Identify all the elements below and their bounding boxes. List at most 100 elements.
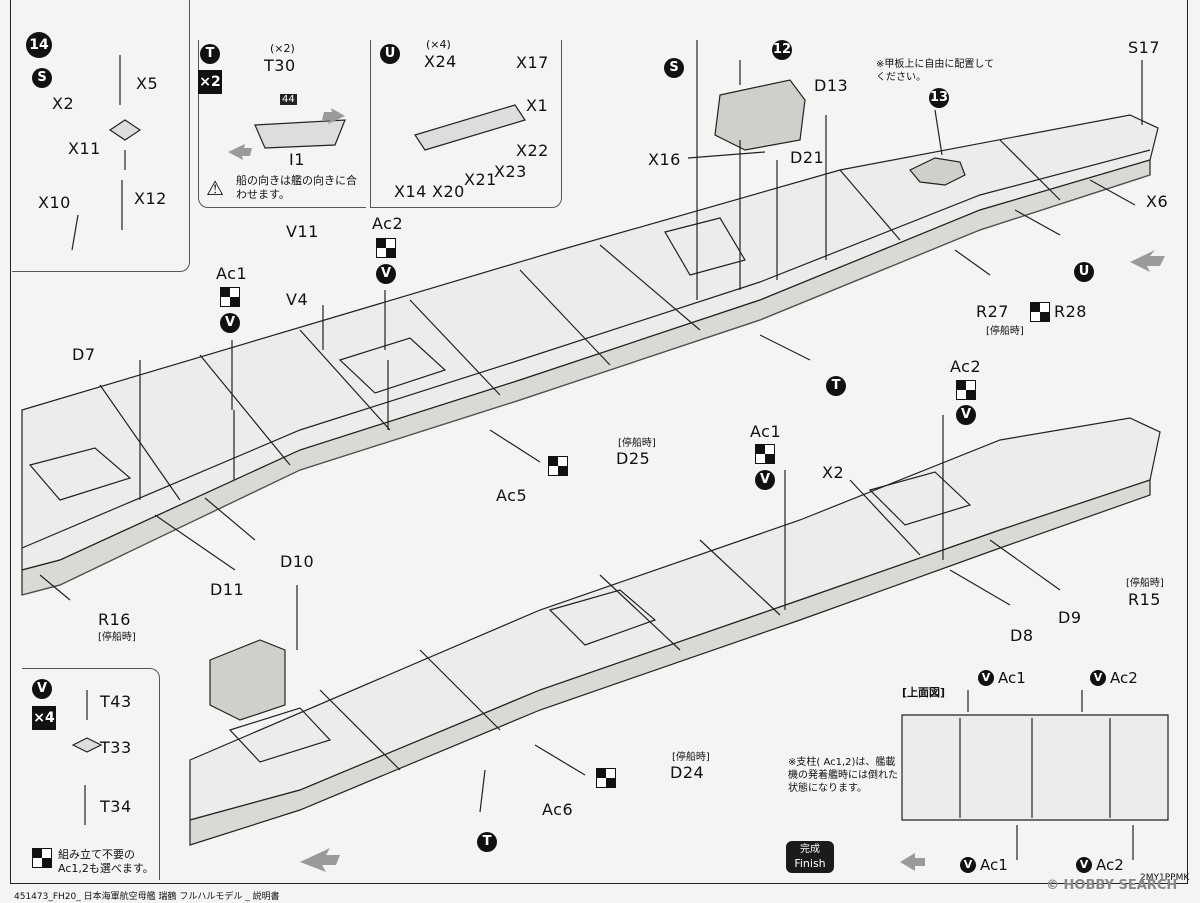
part-s17: S17 xyxy=(1128,38,1161,57)
watermark: © HOBBY SEARCH xyxy=(1046,878,1178,893)
uv-label-ac1-bottom: Ac1 xyxy=(980,856,1008,874)
caution-text: 船の向きは艦の向きに合わせます。 xyxy=(236,174,357,201)
marker-v-uv1: V xyxy=(978,670,994,686)
part-x11: X11 xyxy=(68,139,101,158)
alt-icon-ac5 xyxy=(548,456,568,476)
panel-u xyxy=(370,40,562,208)
alt-icon-ac1-lower xyxy=(755,444,775,464)
count-x24: (×4) xyxy=(426,38,451,51)
marker-13: 13 xyxy=(929,88,949,108)
part-ac1-lower: Ac1 xyxy=(750,422,782,441)
page-border xyxy=(10,0,1188,884)
part-r15: R15 xyxy=(1128,590,1161,609)
part-d7: D7 xyxy=(72,345,96,364)
part-x16: X16 xyxy=(648,150,681,169)
alt-part-icon xyxy=(32,848,52,868)
part-d11: D11 xyxy=(210,580,245,599)
alt-icon-ac2-lower xyxy=(956,380,976,400)
moored-r16: [停船時] xyxy=(98,632,136,643)
part-v11: V11 xyxy=(286,222,319,241)
moored-r27: [停船時] xyxy=(986,326,1024,337)
panel-t xyxy=(198,40,366,208)
marker-t-lower: T xyxy=(477,832,497,852)
part-x24: X24 xyxy=(424,52,457,71)
moored-d25: [停船時] xyxy=(618,438,656,449)
panel-v-note: 組み立て不要のAc1,2も選べます。 xyxy=(58,848,154,875)
moored-d24: [停船時] xyxy=(672,752,710,763)
marker-v: V xyxy=(32,679,52,699)
part-r27: R27 xyxy=(976,302,1009,321)
part-t33: T33 xyxy=(100,738,132,757)
part-x1: X1 xyxy=(526,96,549,115)
marker-u: U xyxy=(380,44,400,64)
part-t43: T43 xyxy=(100,692,132,711)
part-i1: I1 xyxy=(289,150,305,169)
alt-icon-ac2-upper xyxy=(376,238,396,258)
part-ac1-upper: Ac1 xyxy=(216,264,248,283)
qty-x2-badge: ×2 xyxy=(198,70,222,94)
part-d13: D13 xyxy=(814,76,849,95)
part-ac2-upper: Ac2 xyxy=(372,214,404,233)
footer-left: 451473_FH20_ 日本海軍航空母艦 瑞鶴 フルハルモデル _ 説明書 xyxy=(14,892,280,902)
finish-en: Finish xyxy=(794,857,826,870)
part-d9: D9 xyxy=(1058,608,1082,627)
marker-v-uv2: V xyxy=(1090,670,1106,686)
part-r28: R28 xyxy=(1054,302,1087,321)
marker-v-uv3: V xyxy=(960,857,976,873)
part-x2-lower: X2 xyxy=(822,463,845,482)
alt-icon-r27 xyxy=(1030,302,1050,322)
part-d21: D21 xyxy=(790,148,825,167)
footer-right: 2MY1PPMK xyxy=(1140,873,1190,883)
num-box-44: 44 xyxy=(280,94,297,105)
marker-v-uv4: V xyxy=(1076,857,1092,873)
marker-v-ac2-lower: V xyxy=(956,405,976,425)
upper-view-note: ※支柱( Ac1,2)は、艦載機の発着艦時には倒れた状態になります。 xyxy=(788,757,898,794)
panel-s xyxy=(12,0,190,272)
alt-icon-ac1-upper xyxy=(220,287,240,307)
uv-label-ac2-top: Ac2 xyxy=(1110,669,1138,687)
part-d8: D8 xyxy=(1010,626,1034,645)
marker-12: 12 xyxy=(772,40,792,60)
part-d25: D25 xyxy=(616,449,651,468)
part-r16: R16 xyxy=(98,610,131,629)
marker-s: S xyxy=(32,68,52,88)
part-x17: X17 xyxy=(516,53,549,72)
uv-label-ac2-bottom: Ac2 xyxy=(1096,856,1124,874)
alt-icon-ac6 xyxy=(596,768,616,788)
uv-label-ac1-top: Ac1 xyxy=(998,669,1026,687)
qty-x4-badge: ×4 xyxy=(32,706,56,730)
part-x5: X5 xyxy=(136,74,159,93)
marker-v-ac1-lower: V xyxy=(755,470,775,490)
marker-u-ship: U xyxy=(1074,262,1094,282)
finish-jp: 完成 xyxy=(800,844,820,855)
upper-view-title: [上面図] xyxy=(902,686,946,699)
part-x21: X21 xyxy=(464,170,497,189)
part-v4: V4 xyxy=(286,290,309,309)
marker-t-upper: T xyxy=(826,376,846,396)
moored-r15: [停船時] xyxy=(1126,578,1164,589)
part-ac2-lower: Ac2 xyxy=(950,357,982,376)
part-d24: D24 xyxy=(670,763,705,782)
part-x12: X12 xyxy=(134,189,167,208)
marker-t: T xyxy=(200,44,220,64)
finish-badge: 完成 Finish xyxy=(786,841,834,873)
plane-note: ※甲板上に自由に配置してください。 xyxy=(876,59,995,83)
marker-v-ac1-upper: V xyxy=(220,313,240,333)
part-x10: X10 xyxy=(38,193,71,212)
marker-v-ac2-upper: V xyxy=(376,264,396,284)
part-t34: T34 xyxy=(100,797,132,816)
step-number-badge: 14 xyxy=(26,32,52,58)
part-x20: X20 xyxy=(432,182,465,201)
part-ac6: Ac6 xyxy=(542,800,574,819)
marker-s-ship: S xyxy=(664,58,684,78)
part-x22: X22 xyxy=(516,141,549,160)
part-t30: T30 xyxy=(264,56,296,75)
part-ac5: Ac5 xyxy=(496,486,528,505)
part-x23: X23 xyxy=(494,162,527,181)
part-x6: X6 xyxy=(1146,192,1169,211)
part-x2: X2 xyxy=(52,94,75,113)
part-x14: X14 xyxy=(394,182,427,201)
count-t30: (×2) xyxy=(270,42,295,55)
